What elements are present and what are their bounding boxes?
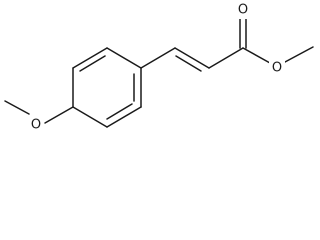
acrylate-chain: O O xyxy=(140,2,314,76)
ring-double-bond xyxy=(79,55,106,72)
ester-oxygen-bg xyxy=(269,59,285,76)
vinyl-double-bond-inner xyxy=(175,55,202,72)
ester-oxygen-to-methyl-bond xyxy=(284,46,314,63)
ring-bond xyxy=(106,47,142,69)
carbonyl-to-ester-oxygen-bond xyxy=(242,47,271,64)
ring-bond xyxy=(72,47,108,69)
ring-to-vinyl-bond xyxy=(140,47,176,69)
vinyl-double-bond xyxy=(174,47,210,69)
ester-oxygen-label: O xyxy=(272,61,282,76)
ring-double-bond xyxy=(106,103,133,120)
benzene-ring xyxy=(72,47,142,128)
vinyl-to-carbonyl-bond xyxy=(208,47,244,69)
methoxy-group: O xyxy=(4,100,74,133)
chemical-structure: O O O xyxy=(4,2,314,133)
carbonyl-oxygen-label: O xyxy=(238,3,248,18)
ring-bond xyxy=(106,106,142,128)
oxygen-to-methyl-bond xyxy=(4,100,30,115)
ring-to-oxygen-bond xyxy=(44,106,74,124)
methoxy-oxygen-label: O xyxy=(31,118,41,133)
methoxy-oxygen-bg xyxy=(28,116,44,133)
ring-bond xyxy=(72,106,108,128)
carbonyl-oxygen-bg xyxy=(235,2,251,19)
